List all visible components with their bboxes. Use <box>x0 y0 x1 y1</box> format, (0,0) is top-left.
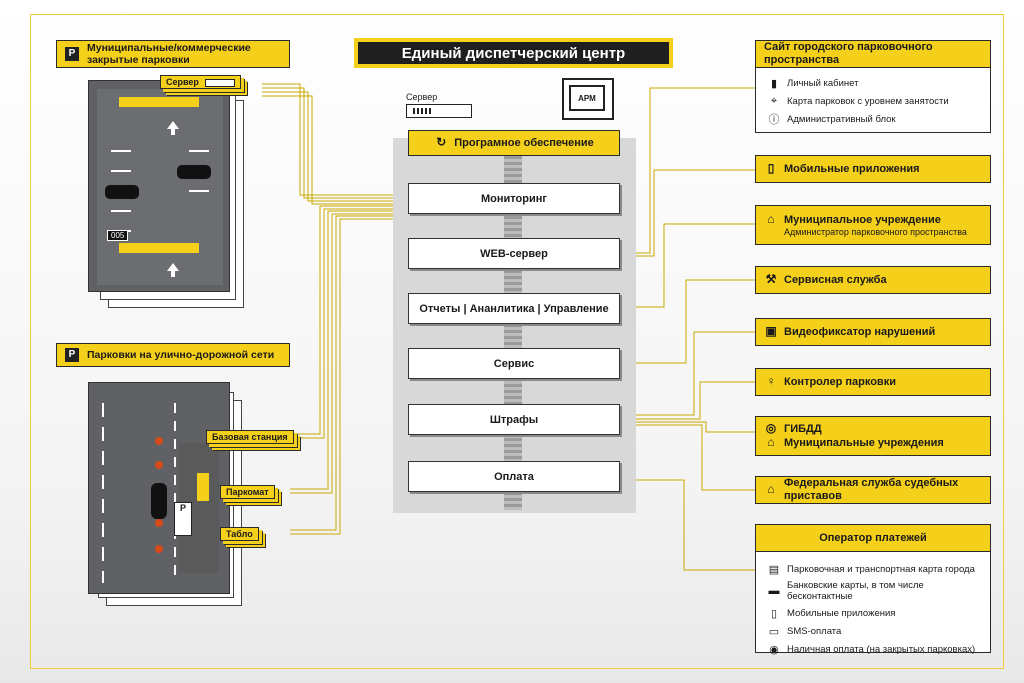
street-parking <box>88 382 230 594</box>
module-reports[interactable]: Отчеты | Ананлитика | Управление <box>408 293 620 324</box>
closed-parking-lot <box>88 80 230 292</box>
cash-icon: ◉ <box>769 643 779 656</box>
center-server-label: Сервер <box>406 92 438 102</box>
transport-card-icon: ▤ <box>768 563 780 576</box>
controller-box: ♀Контролер парковки <box>755 368 991 396</box>
module-web-server[interactable]: WEB-сервер <box>408 238 620 269</box>
module-payment[interactable]: Оплата <box>408 461 620 492</box>
site-heading: Сайт городского парковочного пространств… <box>755 40 991 68</box>
phone-icon: ▯ <box>770 607 778 620</box>
site-item[interactable]: ⌖Карта парковок с уровнем занятости <box>756 92 990 110</box>
building-icon: ⌂ <box>767 435 775 450</box>
workstation-icon: АРМ <box>562 78 614 120</box>
server-icon <box>205 78 236 87</box>
payments-heading: Оператор платежей <box>755 524 991 552</box>
server-tag: Сервер <box>160 75 242 89</box>
street-parking-heading: P Парковки на улично-дорожной сети <box>56 343 290 367</box>
building-icon: ⌂ <box>767 211 775 226</box>
payment-method[interactable]: ◉Наличная оплата (на закрытых парковках) <box>756 640 990 658</box>
payment-method[interactable]: ▭SMS-оплата <box>756 622 990 640</box>
info-icon: ⓘ <box>768 114 780 126</box>
site-item[interactable]: ▮Личный кабинет <box>756 74 990 92</box>
arm-label: АРМ <box>569 85 605 111</box>
page-title: Единый диспетчерский центр <box>354 38 673 68</box>
software-icon: ↻ <box>436 135 447 150</box>
bank-card-icon: ▬ <box>768 585 780 597</box>
payments-items: ▤Парковочная и транспортная карта города… <box>755 551 991 656</box>
emblem-icon: ◎ <box>765 421 777 436</box>
camera-icon: ▣ <box>765 324 777 339</box>
occupancy-counter: 005 <box>107 230 129 241</box>
payment-method[interactable]: ▯Мобильные приложения <box>756 604 990 622</box>
payment-method[interactable]: ▬Банковские карты, в том числе бесконтак… <box>756 578 990 604</box>
municipal-box: ⌂Муниципальное учреждение Администратор … <box>755 205 991 245</box>
server-icon <box>406 104 472 118</box>
parking-p-icon: P <box>65 47 79 61</box>
parking-sign: P <box>174 502 192 536</box>
sms-icon: ▭ <box>768 625 780 638</box>
camera-box: ▣Видеофиксатор нарушений <box>755 318 991 346</box>
walking-person-icon: ♀ <box>766 374 776 389</box>
outer-frame <box>30 14 1004 669</box>
wrench-icon: ⚒ <box>765 272 777 287</box>
mobile-apps-box: ▯Мобильные приложения <box>755 155 991 183</box>
parking-p-icon: P <box>65 348 79 362</box>
map-pin-icon: ⌖ <box>770 94 778 107</box>
site-items: ▮Личный кабинет ⌖Карта парковок с уровне… <box>755 67 991 133</box>
gibdd-box: ◎ГИБДД ⌂Муниципальные учреждения <box>755 416 991 456</box>
software-banner: ↻ Програмное обеспечение <box>408 130 620 156</box>
parking-meter-tag: Паркомат <box>220 485 275 499</box>
bailiffs-box: ⌂Федеральная служба судебных приставов <box>755 476 991 504</box>
phone-icon: ▯ <box>767 161 775 176</box>
closed-parking-heading: P Муниципальные/коммерческие закрытые па… <box>56 40 290 68</box>
module-monitoring[interactable]: Мониторинг <box>408 183 620 214</box>
payment-method[interactable]: ▤Парковочная и транспортная карта города <box>756 560 990 578</box>
building-icon: ⌂ <box>767 482 775 497</box>
module-fines[interactable]: Штрафы <box>408 404 620 435</box>
door-icon: ▮ <box>770 77 778 90</box>
base-station-tag: Базовая станция <box>206 430 294 444</box>
module-service[interactable]: Сервис <box>408 348 620 379</box>
service-box: ⚒Сервисная служба <box>755 266 991 294</box>
display-board-tag: Табло <box>220 527 259 541</box>
